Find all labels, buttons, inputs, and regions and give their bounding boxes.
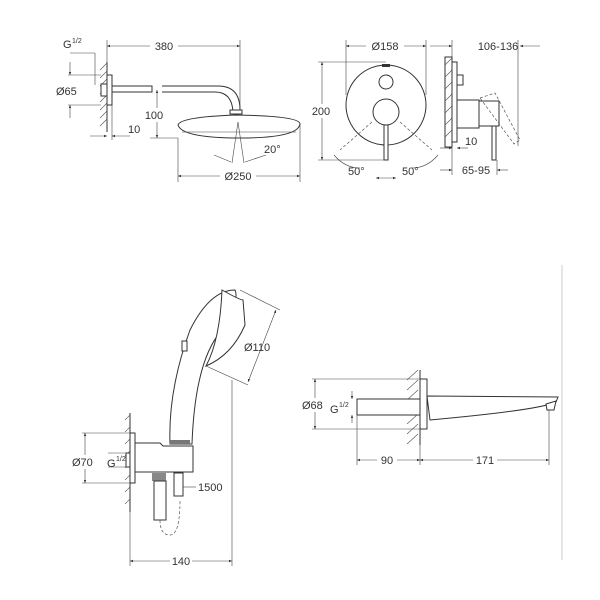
spout-length-label: 171 [476, 455, 494, 467]
hand-flange-diameter-label: Ø70 [72, 457, 93, 469]
spout-thread-label: G [330, 404, 339, 416]
spout-flange-diameter-label: Ø68 [302, 400, 323, 412]
head-diameter-label: Ø250 [225, 171, 252, 183]
head-offset-label: 10 [128, 124, 140, 136]
hand-thread-fraction: 1/2 [116, 456, 126, 463]
spout-pipe-length-label: 90 [381, 455, 393, 467]
mixer-front-drawing: Ø158 200 50° 50° [309, 39, 439, 180]
hand-shower-drawing: Ø110 140 1500 Ø70 G 1/2 [70, 289, 281, 568]
hand-head-diameter-label: Ø110 [244, 342, 270, 354]
head-thread-label: G [63, 39, 72, 51]
mixer-angle-right-label: 50° [402, 166, 419, 178]
hand-thread-label: G [107, 458, 116, 470]
mixer-depth-range-label: 106-136 [478, 41, 518, 53]
bath-spout-drawing: Ø68 G 1/2 90 171 [300, 265, 563, 560]
head-arm-length-label: 380 [155, 41, 173, 53]
hand-hose-length-label: 1500 [198, 482, 222, 494]
head-angle-label: 20° [264, 144, 281, 156]
spout-thread-fraction: 1/2 [339, 402, 349, 409]
head-drop-label: 100 [145, 110, 163, 122]
mixer-plate-diameter-label: Ø158 [372, 41, 399, 53]
mixer-plate-offset-label: 10 [465, 136, 477, 148]
head-shower-drawing: 380 G 1/2 Ø65 100 10 20° Ø250 [56, 38, 301, 183]
hand-projection-label: 140 [172, 556, 190, 568]
mixer-side-drawing: 106-136 10 65-95 [430, 40, 540, 177]
mixer-install-depth-label: 65-95 [462, 165, 490, 177]
head-thread-fraction: 1/2 [72, 38, 82, 45]
mixer-angle-left-label: 50° [348, 166, 365, 178]
mixer-height-label: 200 [312, 106, 330, 118]
head-flange-diameter-label: Ø65 [56, 86, 77, 98]
